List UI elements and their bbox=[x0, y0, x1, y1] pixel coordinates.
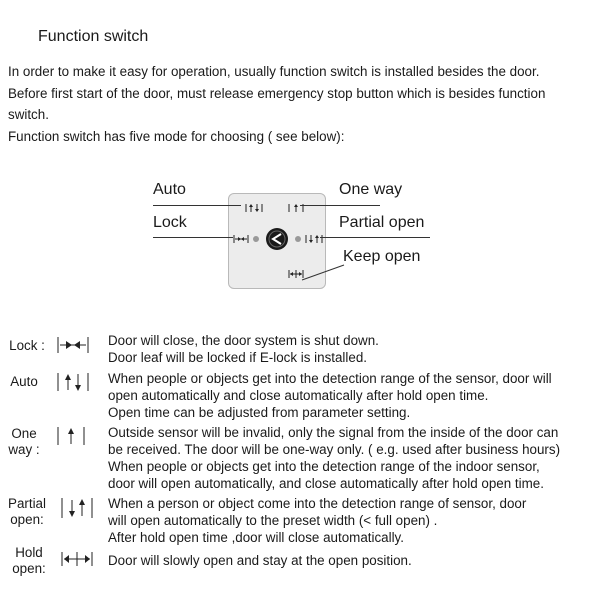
callout-one-way: One way bbox=[339, 181, 403, 198]
mode-row-hold-open: Hold open: Door will slowly open and sta… bbox=[0, 545, 600, 581]
mode-desc-line: After hold open time ,door will close au… bbox=[108, 530, 404, 545]
mode-row-partial-open: Partial open: When a person or object co… bbox=[0, 495, 600, 547]
mode-row-one-way: One way : Outside sensor will be invalid… bbox=[0, 424, 600, 492]
partial-open-small-icon bbox=[305, 235, 323, 243]
mode-desc-line: Door will close, the door system is shut… bbox=[108, 333, 379, 348]
mode-label: Lock : bbox=[9, 338, 45, 353]
mode-desc-line: When a person or object come into the de… bbox=[108, 496, 527, 511]
selector-knob-icon[interactable] bbox=[265, 227, 289, 251]
mode-desc-line: When people or objects get into the dete… bbox=[108, 459, 540, 474]
mode-row-auto: Auto When people or objects get into the… bbox=[0, 370, 600, 422]
mode-label: Partial open: bbox=[8, 496, 46, 527]
keep-open-small-icon bbox=[288, 270, 304, 278]
leader-partial-open bbox=[320, 237, 430, 238]
partial-open-mode-icon bbox=[61, 498, 93, 518]
mode-label: One way : bbox=[8, 426, 40, 457]
page-title: Function switch bbox=[38, 28, 149, 45]
lock-small-icon bbox=[233, 235, 249, 243]
leader-lock bbox=[153, 237, 233, 238]
indicator-right-icon bbox=[295, 236, 301, 242]
lock-mode-icon bbox=[57, 337, 89, 353]
hold-open-mode-icon bbox=[61, 552, 93, 566]
mode-desc-line: open automatically and close automatical… bbox=[108, 388, 489, 403]
leader-auto bbox=[153, 205, 241, 206]
indicator-left-icon bbox=[253, 236, 259, 242]
mode-row-lock: Lock : Door will close, the door system … bbox=[0, 332, 600, 366]
auto-mode-icon bbox=[57, 373, 89, 391]
mode-desc-line: Door leaf will be locked if E-lock is in… bbox=[108, 350, 367, 365]
mode-desc-line: door will open automatically, and close … bbox=[108, 476, 544, 491]
switch-panel bbox=[228, 193, 326, 289]
intro-line-2: Before first start of the door, must rel… bbox=[8, 86, 546, 101]
leader-one-way bbox=[300, 205, 380, 206]
function-switch-diagram: Auto Lock One way Partial open Keep open bbox=[0, 170, 600, 310]
callout-partial-open: Partial open bbox=[339, 214, 425, 231]
mode-desc-line: will open automatically to the preset wi… bbox=[108, 513, 438, 528]
mode-label: Auto bbox=[10, 374, 38, 389]
mode-desc-line: When people or objects get into the dete… bbox=[108, 371, 552, 386]
mode-desc-line: Open time can be adjusted from parameter… bbox=[108, 405, 411, 420]
leader-keep-open bbox=[301, 264, 345, 281]
mode-label: Hold open: bbox=[12, 545, 46, 576]
mode-desc-line: Door will slowly open and stay at the op… bbox=[108, 553, 412, 568]
callout-keep-open: Keep open bbox=[343, 248, 421, 265]
callout-lock: Lock bbox=[153, 214, 187, 231]
auto-small-icon bbox=[245, 204, 263, 212]
intro-line-1: In order to make it easy for operation, … bbox=[8, 64, 540, 79]
intro-line-4: Function switch has five mode for choosi… bbox=[8, 129, 345, 144]
intro-line-3: switch. bbox=[8, 107, 49, 122]
callout-auto: Auto bbox=[153, 181, 186, 198]
mode-desc-line: Outside sensor will be invalid, only the… bbox=[108, 425, 559, 440]
one-way-mode-icon bbox=[57, 427, 85, 445]
mode-desc-line: be received. The door will be one-way on… bbox=[108, 442, 561, 457]
